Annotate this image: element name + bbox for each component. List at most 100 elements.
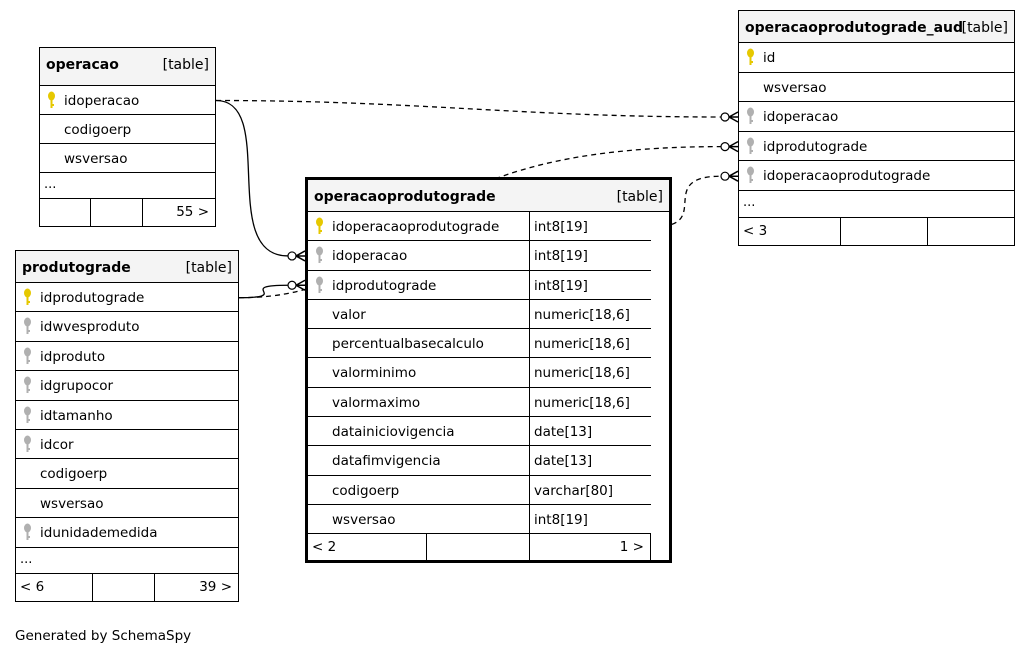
- column-name[interactable]: wsversao: [40, 495, 104, 512]
- column-name[interactable]: idproduto: [40, 348, 106, 365]
- column-row[interactable]: id: [739, 43, 1014, 73]
- footer-divider: [840, 217, 841, 245]
- footer-divider: [927, 217, 928, 245]
- child-count-link[interactable]: 1 >: [619, 539, 644, 556]
- column-name[interactable]: datafimvigencia: [332, 453, 441, 470]
- column-name[interactable]: idunidademedida: [40, 525, 158, 542]
- table-footer: < 2 1 >: [308, 534, 651, 561]
- table-name[interactable]: produtograde: [22, 260, 131, 276]
- footer-divider: [426, 534, 427, 561]
- column-name[interactable]: datainiciovigencia: [332, 424, 455, 441]
- table-name[interactable]: operacaoprodutograde_aud: [745, 20, 964, 36]
- relationship-line-4-optional-circle: [720, 142, 730, 152]
- relationship-line-4-crowfoot: [728, 140, 739, 153]
- column-name[interactable]: valormaximo: [332, 394, 421, 411]
- column-row[interactable]: idprodutograde: [16, 283, 238, 313]
- table-produtograde[interactable]: produtograde [table] idprodutograde idwvesp…: [15, 250, 239, 602]
- column-name[interactable]: codigoerp: [332, 482, 400, 499]
- column-row[interactable]: idwvesproduto: [16, 312, 238, 342]
- column-name[interactable]: idoperacao: [64, 93, 140, 109]
- column-name[interactable]: codigoerp: [64, 122, 132, 138]
- foreign-key-icon: [23, 435, 33, 453]
- table-name[interactable]: operacaoprodutograde: [314, 189, 496, 205]
- more-columns-row[interactable]: ...: [739, 191, 1014, 218]
- column-row[interactable]: wsversao: [16, 489, 238, 519]
- table-header[interactable]: operacao[table]: [40, 48, 215, 86]
- more-columns-row[interactable]: ...: [40, 173, 215, 199]
- table-name[interactable]: operacao: [46, 57, 119, 73]
- column-name[interactable]: idprodutograde: [763, 138, 868, 155]
- column-name[interactable]: percentualbasecalculo: [332, 336, 484, 353]
- column-row[interactable]: codigoerp varchar[80]: [308, 475, 651, 505]
- more-columns-ellipsis[interactable]: ...: [20, 551, 33, 567]
- relationship-line-4: [238, 145, 722, 299]
- parent-count-link[interactable]: < 6: [20, 578, 45, 595]
- column-row[interactable]: codigoerp: [16, 459, 238, 489]
- column-name[interactable]: wsversao: [763, 79, 827, 96]
- footer-divider: [90, 199, 91, 226]
- column-row[interactable]: idoperacaoprodutograde: [739, 161, 1014, 191]
- column-row[interactable]: idprodutograde: [739, 132, 1014, 162]
- more-columns-ellipsis[interactable]: ...: [743, 194, 756, 210]
- child-count-link[interactable]: 55 >: [176, 204, 209, 220]
- column-row[interactable]: wsversao: [40, 144, 215, 173]
- column-row[interactable]: idtamanho: [16, 401, 238, 430]
- more-columns-row[interactable]: ...: [16, 548, 238, 574]
- footer-divider: [142, 199, 143, 226]
- column-name[interactable]: idoperacao: [763, 109, 839, 126]
- column-row[interactable]: codigoerp: [40, 115, 215, 144]
- column-name[interactable]: idprodutograde: [40, 290, 145, 306]
- table-kind-label: [table]: [185, 260, 232, 276]
- relationship-line-1-optional-circle: [287, 251, 297, 261]
- column-name[interactable]: wsversao: [64, 151, 128, 167]
- column-name[interactable]: idoperacaoprodutograde: [332, 219, 500, 235]
- column-row[interactable]: wsversao: [739, 73, 1014, 103]
- relationship-line-3-crowfoot: [728, 111, 739, 123]
- column-type: varchar[80]: [529, 475, 651, 504]
- foreign-key-icon: [746, 107, 756, 125]
- parent-count-link[interactable]: < 3: [743, 222, 768, 239]
- column-type: numeric[18,6]: [529, 358, 651, 387]
- table-kind-label: [table]: [961, 20, 1008, 36]
- table-header[interactable]: operacaoprodutograde_aud[table]: [739, 11, 1014, 43]
- column-name[interactable]: idoperacao: [332, 248, 408, 265]
- column-name[interactable]: idwvesproduto: [40, 319, 140, 336]
- column-row[interactable]: idgrupocor: [16, 371, 238, 401]
- table-header[interactable]: operacaoprodutograde[table]: [308, 180, 669, 212]
- column-name[interactable]: idprodutograde: [332, 277, 437, 294]
- column-row[interactable]: idunidademedida: [16, 518, 238, 548]
- relationship-line-2: [238, 284, 289, 299]
- column-row[interactable]: idproduto: [16, 342, 238, 372]
- more-columns-ellipsis[interactable]: ...: [44, 177, 57, 192]
- column-name[interactable]: idgrupocor: [40, 378, 114, 395]
- column-name[interactable]: valorminimo: [332, 365, 417, 382]
- column-row[interactable]: valorminimo numeric[18,6]: [308, 358, 651, 388]
- column-name[interactable]: idoperacaoprodutograde: [763, 168, 931, 185]
- column-row[interactable]: idoperacao: [739, 102, 1014, 132]
- column-row[interactable]: idoperacao: [40, 86, 215, 115]
- column-name[interactable]: idtamanho: [40, 407, 113, 424]
- column-name[interactable]: idcor: [40, 436, 74, 453]
- parent-count-link[interactable]: < 2: [312, 539, 337, 556]
- relationship-line-1: [215, 99, 289, 257]
- child-count-link[interactable]: 39 >: [199, 578, 232, 595]
- column-name[interactable]: codigoerp: [40, 466, 108, 483]
- table-operacaoprodutograde[interactable]: operacaoprodutograde[table]idoperacaopro…: [305, 177, 672, 564]
- column-name[interactable]: wsversao: [332, 511, 396, 528]
- table-operacao[interactable]: operacao[table] idoperacao codigoerp wsvers…: [39, 47, 216, 227]
- footer-divider: [154, 573, 155, 601]
- table-header[interactable]: produtograde [table]: [16, 251, 238, 283]
- column-name[interactable]: valor: [332, 306, 366, 323]
- column-row[interactable]: idcor: [16, 430, 238, 460]
- column-name[interactable]: id: [763, 50, 776, 66]
